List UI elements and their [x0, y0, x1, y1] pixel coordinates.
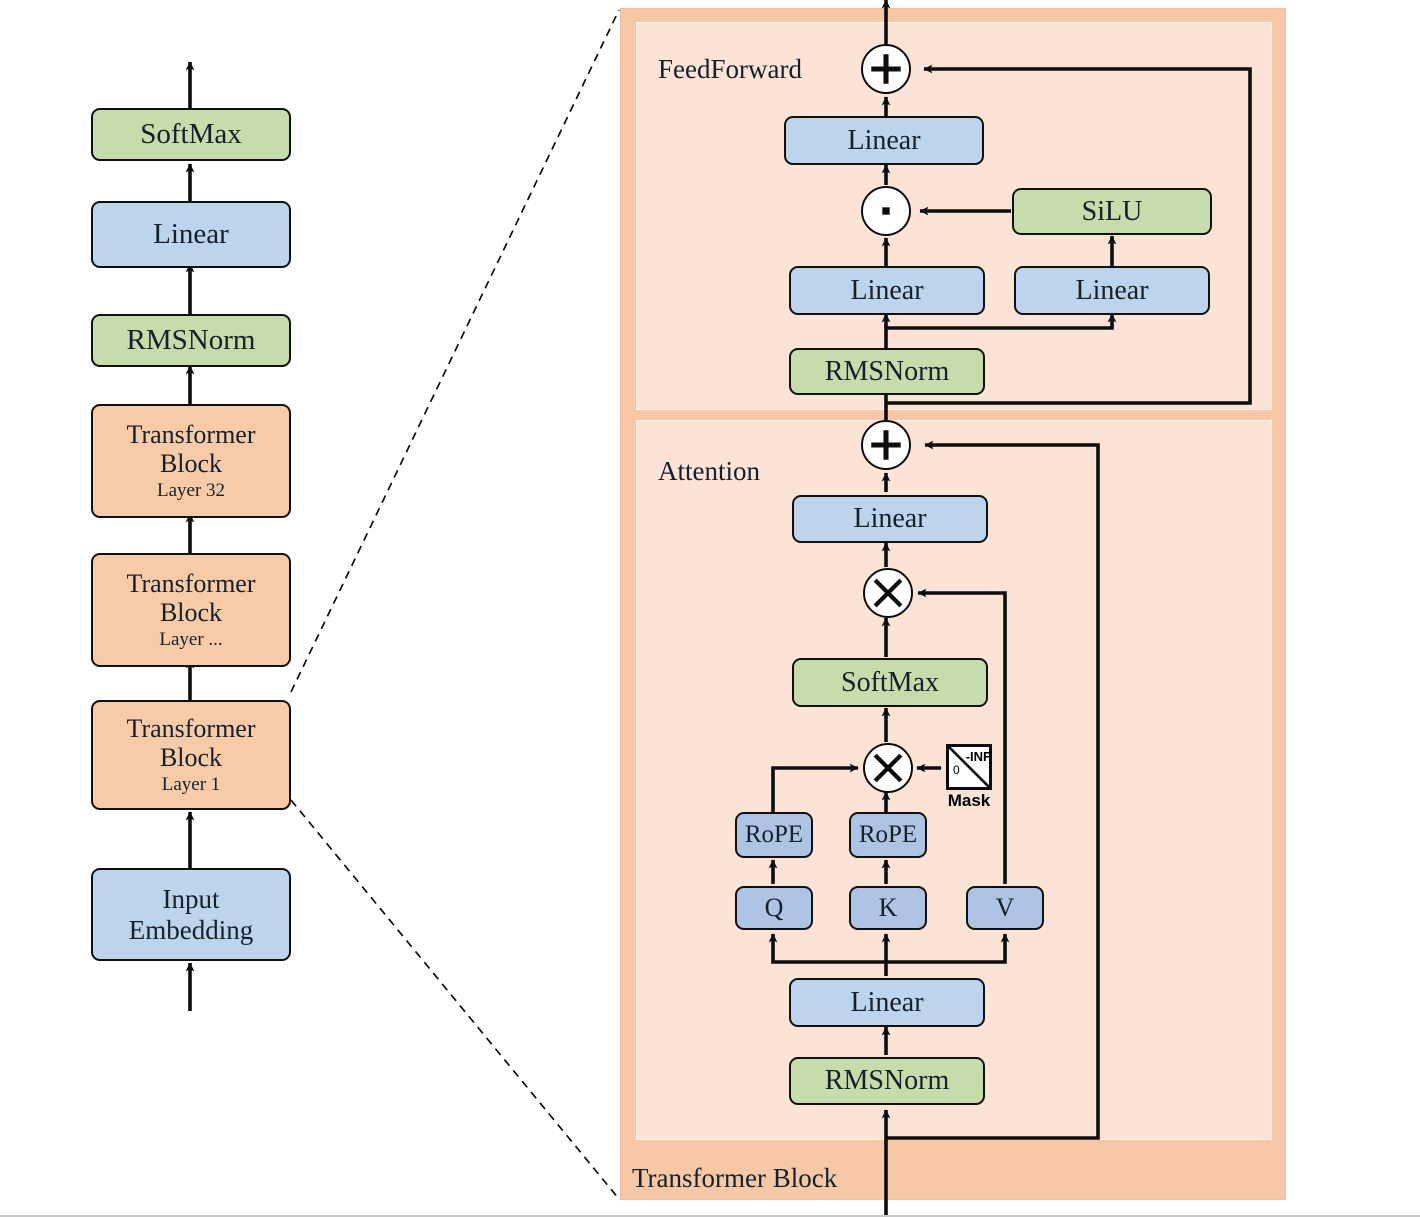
node-label: RMSNorm [824, 355, 950, 387]
attention-rmsnorm[interactable]: RMSNorm [789, 1057, 985, 1105]
attention-matmul-qk-op[interactable] [863, 743, 913, 793]
attention-rope-k[interactable]: RoPE [849, 812, 927, 858]
stack-node-label-line1: Transformer [126, 420, 256, 450]
attention-section-label: Attention [658, 456, 760, 486]
attention-softmax[interactable]: SoftMax [792, 658, 988, 707]
feedforward-silu[interactable]: SiLU [1012, 188, 1212, 235]
stack-node-label-line1: Input [162, 884, 220, 915]
attention-v[interactable]: V [966, 886, 1044, 930]
stack-node-softmax[interactable]: SoftMax [91, 108, 291, 161]
node-label: RoPE [744, 821, 804, 848]
node-label: K [878, 893, 898, 923]
attention-output-linear[interactable]: Linear [792, 495, 988, 543]
node-label: SoftMax [841, 666, 939, 698]
stack-node-label: SoftMax [140, 118, 242, 151]
stack-node-label: Linear [153, 218, 229, 251]
stack-node-label-line2: Block [159, 598, 223, 628]
mask-icon: 0 -INF [946, 744, 992, 790]
node-label: SiLU [1081, 195, 1143, 227]
mask-high-value: -INF [965, 749, 991, 764]
attention-rope-q[interactable]: RoPE [735, 812, 813, 858]
plus-icon [871, 430, 901, 460]
node-label: Linear [1075, 274, 1149, 306]
attention-qkv-linear[interactable]: Linear [789, 978, 985, 1027]
attention-add-op[interactable] [861, 420, 911, 470]
attention-k[interactable]: K [849, 886, 927, 930]
stack-node-layer-sub: Layer 32 [156, 480, 226, 502]
matmul-cross-icon [873, 578, 903, 608]
matmul-cross-icon [873, 753, 903, 783]
stack-node-input-embedding[interactable]: Input Embedding [91, 868, 291, 961]
stack-node-label-line1: Transformer [126, 569, 256, 599]
stack-node-label-line1: Transformer [126, 714, 256, 744]
stack-node-linear[interactable]: Linear [91, 201, 291, 268]
node-label: RoPE [858, 821, 918, 848]
stack-node-transformer-block-1[interactable]: Transformer Block Layer 1 [91, 700, 291, 810]
plus-icon [871, 54, 901, 84]
attention-mask[interactable]: 0 -INF Mask [946, 744, 992, 811]
mask-caption: Mask [947, 791, 991, 810]
transformer-block-panel-label: Transformer Block [632, 1163, 838, 1193]
feedforward-up-linear[interactable]: Linear [1014, 266, 1210, 315]
stack-node-label-line2: Block [159, 743, 223, 773]
stack-node-transformer-block-32[interactable]: Transformer Block Layer 32 [91, 404, 291, 518]
node-label: Linear [850, 274, 924, 306]
mask-low-value: 0 [953, 763, 960, 777]
node-label: Q [764, 893, 784, 923]
feedforward-elementwise-product-op[interactable] [861, 186, 911, 236]
attention-q[interactable]: Q [735, 886, 813, 930]
attention-matmul-av-op[interactable] [863, 568, 913, 618]
dot-product-icon [882, 207, 890, 215]
feedforward-section-label: FeedForward [658, 54, 802, 84]
feedforward-add-op[interactable] [861, 44, 911, 94]
stack-node-label-line2: Embedding [128, 914, 254, 945]
node-label: Linear [853, 503, 927, 535]
node-label: V [995, 893, 1015, 923]
stack-node-transformer-block-mid[interactable]: Transformer Block Layer ... [91, 553, 291, 667]
stack-node-label: RMSNorm [126, 324, 256, 357]
feedforward-rmsnorm[interactable]: RMSNorm [789, 348, 985, 395]
stack-node-rmsnorm[interactable]: RMSNorm [91, 314, 291, 367]
stack-node-label-line2: Block [159, 449, 223, 479]
node-label: Linear [847, 124, 921, 156]
feedforward-output-linear[interactable]: Linear [784, 116, 984, 165]
node-label: Linear [850, 986, 924, 1018]
feedforward-gate-linear[interactable]: Linear [789, 266, 985, 315]
node-label: RMSNorm [824, 1065, 950, 1097]
stack-node-layer-sub: Layer 1 [161, 774, 221, 796]
stack-node-layer-sub: Layer ... [159, 629, 223, 651]
